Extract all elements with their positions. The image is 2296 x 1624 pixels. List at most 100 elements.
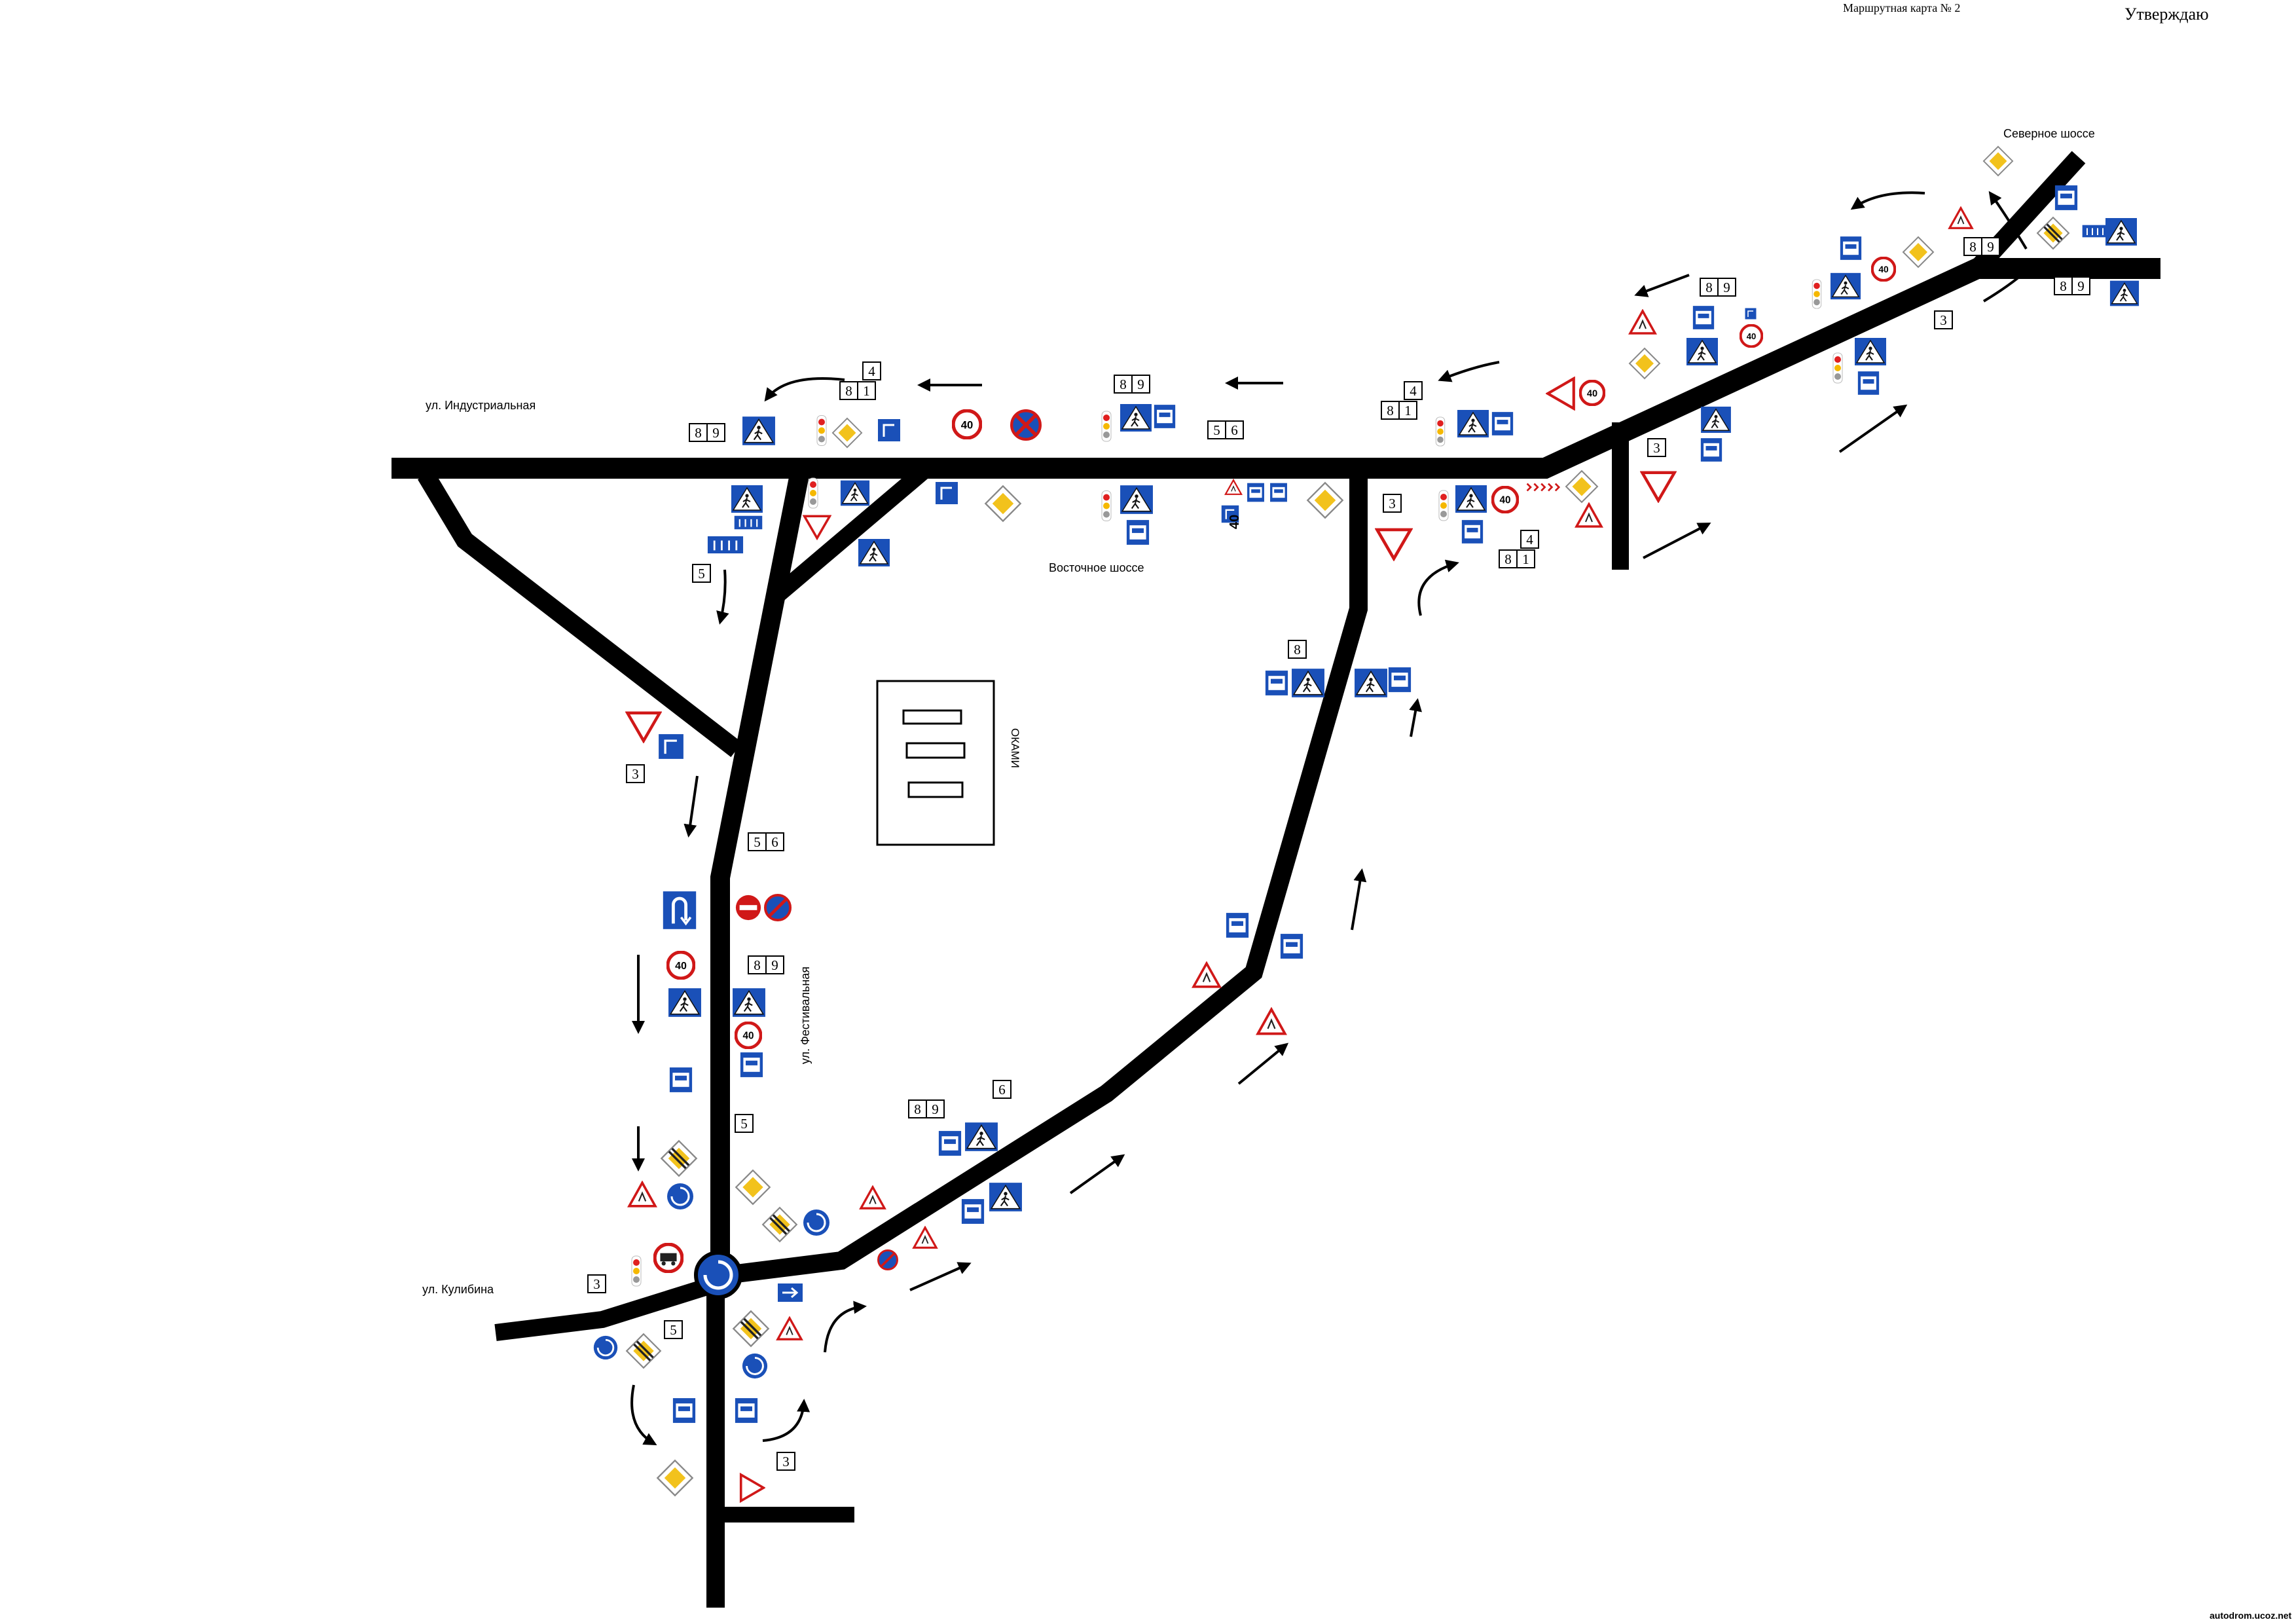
route-number-box: 5 bbox=[664, 1320, 683, 1339]
bus-stop-sign bbox=[1692, 306, 1715, 329]
traffic-light-icon bbox=[631, 1255, 642, 1287]
pedestrian-crossing-sign bbox=[840, 479, 870, 507]
pedestrian-crossing-sign bbox=[742, 416, 776, 446]
main-road-sign bbox=[735, 1170, 771, 1205]
route-number-box: 8 bbox=[1114, 375, 1133, 394]
building-okami: ОКАМИ bbox=[876, 680, 1021, 846]
route-number-box: 3 bbox=[626, 764, 645, 783]
no-entry-sign bbox=[735, 895, 761, 921]
bus-stop-sign bbox=[1857, 371, 1880, 395]
street-industrialnaya: ул. Индустриальная bbox=[426, 399, 536, 412]
info-sign bbox=[935, 481, 958, 505]
bus-stop-sign bbox=[938, 1131, 962, 1156]
street-kulibina: ул. Кулибина bbox=[422, 1283, 494, 1296]
route-number: 8 bbox=[1705, 280, 1713, 295]
route-number: 6 bbox=[998, 1082, 1006, 1098]
route-number: 5 bbox=[740, 1116, 748, 1132]
road-signs bbox=[592, 145, 2140, 1502]
main-road-sign bbox=[1565, 470, 1598, 503]
route-number: 3 bbox=[1389, 496, 1396, 511]
route-arrow bbox=[1634, 274, 1690, 297]
route-number-box: 6 bbox=[993, 1080, 1011, 1099]
main-road-sign bbox=[657, 1460, 693, 1496]
no-parking-sign bbox=[765, 895, 790, 920]
route-number: 8 bbox=[2060, 278, 2067, 294]
watermark: autodrom.ucoz.net bbox=[2210, 1610, 2292, 1621]
route-arrows bbox=[630, 191, 2038, 1445]
chevron-sign bbox=[1523, 481, 1561, 493]
bus-stop-sign bbox=[961, 1199, 985, 1224]
pedestrian-crossing-sign bbox=[668, 987, 702, 1018]
pedestrian-crossing-sign bbox=[1686, 337, 1719, 366]
no-trucks-sign bbox=[655, 1244, 682, 1272]
route-card-title: Маршрутная карта № 2 bbox=[1843, 1, 1960, 14]
traffic-light-icon bbox=[1435, 416, 1446, 447]
route-arrow bbox=[1417, 559, 1459, 616]
route-number-box: 1 bbox=[1398, 401, 1417, 420]
route-number: 8 bbox=[845, 383, 852, 399]
pedestrian-crossing-sign bbox=[2109, 280, 2140, 307]
warning-sign bbox=[776, 1317, 803, 1340]
route-number-box: 9 bbox=[926, 1099, 945, 1118]
route-number-box: 8 bbox=[1499, 549, 1518, 568]
route-number: 8 bbox=[1969, 239, 1977, 255]
bus-stop-sign bbox=[669, 1067, 693, 1092]
bus-stop-sign bbox=[740, 1052, 763, 1077]
road-left-diagonal bbox=[417, 470, 742, 758]
route-number: 8 bbox=[695, 425, 702, 441]
route-number-box: 8 bbox=[689, 423, 708, 442]
route-number-box: 9 bbox=[1717, 278, 1736, 297]
route-number-box: 5 bbox=[748, 832, 767, 851]
warning-sign bbox=[1948, 207, 1973, 229]
pedestrian-crossing-sign bbox=[858, 538, 890, 567]
route-arrow bbox=[1838, 404, 1908, 453]
route-number: 8 bbox=[1504, 551, 1512, 567]
route-arrow bbox=[1069, 1154, 1125, 1194]
route-arrow bbox=[764, 377, 845, 402]
warning-sign bbox=[860, 1186, 886, 1209]
route-number-box: 9 bbox=[2071, 276, 2090, 295]
roundabout-sign bbox=[592, 1335, 619, 1361]
bus-stop-sign bbox=[1226, 913, 1249, 938]
route-number: 8 bbox=[1387, 403, 1394, 418]
road-industrialnaya bbox=[392, 258, 2160, 479]
pedestrian-crossing-sign bbox=[1291, 668, 1325, 698]
speed-limit-vertical-label: 40 bbox=[1228, 515, 1242, 529]
route-number: 3 bbox=[593, 1276, 600, 1292]
route-arrow bbox=[824, 1301, 867, 1353]
pedestrian-crossing-sign bbox=[1455, 485, 1487, 513]
traffic-light-icon bbox=[1438, 490, 1449, 521]
speed-limit-40-sign bbox=[953, 411, 981, 438]
pedestrian-crossing-sign bbox=[1120, 403, 1152, 433]
give-way-sign bbox=[1642, 473, 1674, 501]
route-number-box: 1 bbox=[857, 381, 876, 400]
warning-sign bbox=[1224, 479, 1243, 496]
bus-stop-sign bbox=[735, 1398, 758, 1423]
speed-limit-40-sign bbox=[1741, 325, 1762, 347]
street-vostochnoe: Восточное шоссе bbox=[1049, 561, 1144, 574]
traffic-light-icon bbox=[1832, 352, 1843, 384]
bus-stop-sign bbox=[1280, 934, 1303, 959]
give-way-sign bbox=[627, 713, 659, 741]
traffic-light-icon bbox=[1101, 490, 1112, 522]
route-number-box: 6 bbox=[1225, 420, 1244, 439]
route-number: 4 bbox=[868, 363, 875, 379]
bus-stop-sign bbox=[2054, 185, 2078, 210]
pedestrian-crossing-sign bbox=[1354, 668, 1388, 698]
street-severnoe: Северное шоссе bbox=[2003, 127, 2095, 140]
route-arrow bbox=[683, 775, 699, 838]
pedestrian-crossing-sign bbox=[964, 1122, 998, 1152]
bus-stop-sign bbox=[1154, 405, 1176, 428]
route-arrow bbox=[1409, 698, 1422, 737]
bus-stop-sign bbox=[1700, 438, 1722, 462]
bus-stop-sign bbox=[1840, 236, 1862, 260]
roundabout-sign bbox=[802, 1208, 831, 1237]
route-number-box: 3 bbox=[587, 1274, 606, 1293]
route-arrow bbox=[1988, 191, 2028, 250]
route-number: 5 bbox=[1213, 422, 1220, 438]
route-number-box: 8 bbox=[748, 955, 767, 974]
speed-limit-40-sign bbox=[1580, 381, 1604, 405]
route-number-box: 6 bbox=[765, 832, 784, 851]
